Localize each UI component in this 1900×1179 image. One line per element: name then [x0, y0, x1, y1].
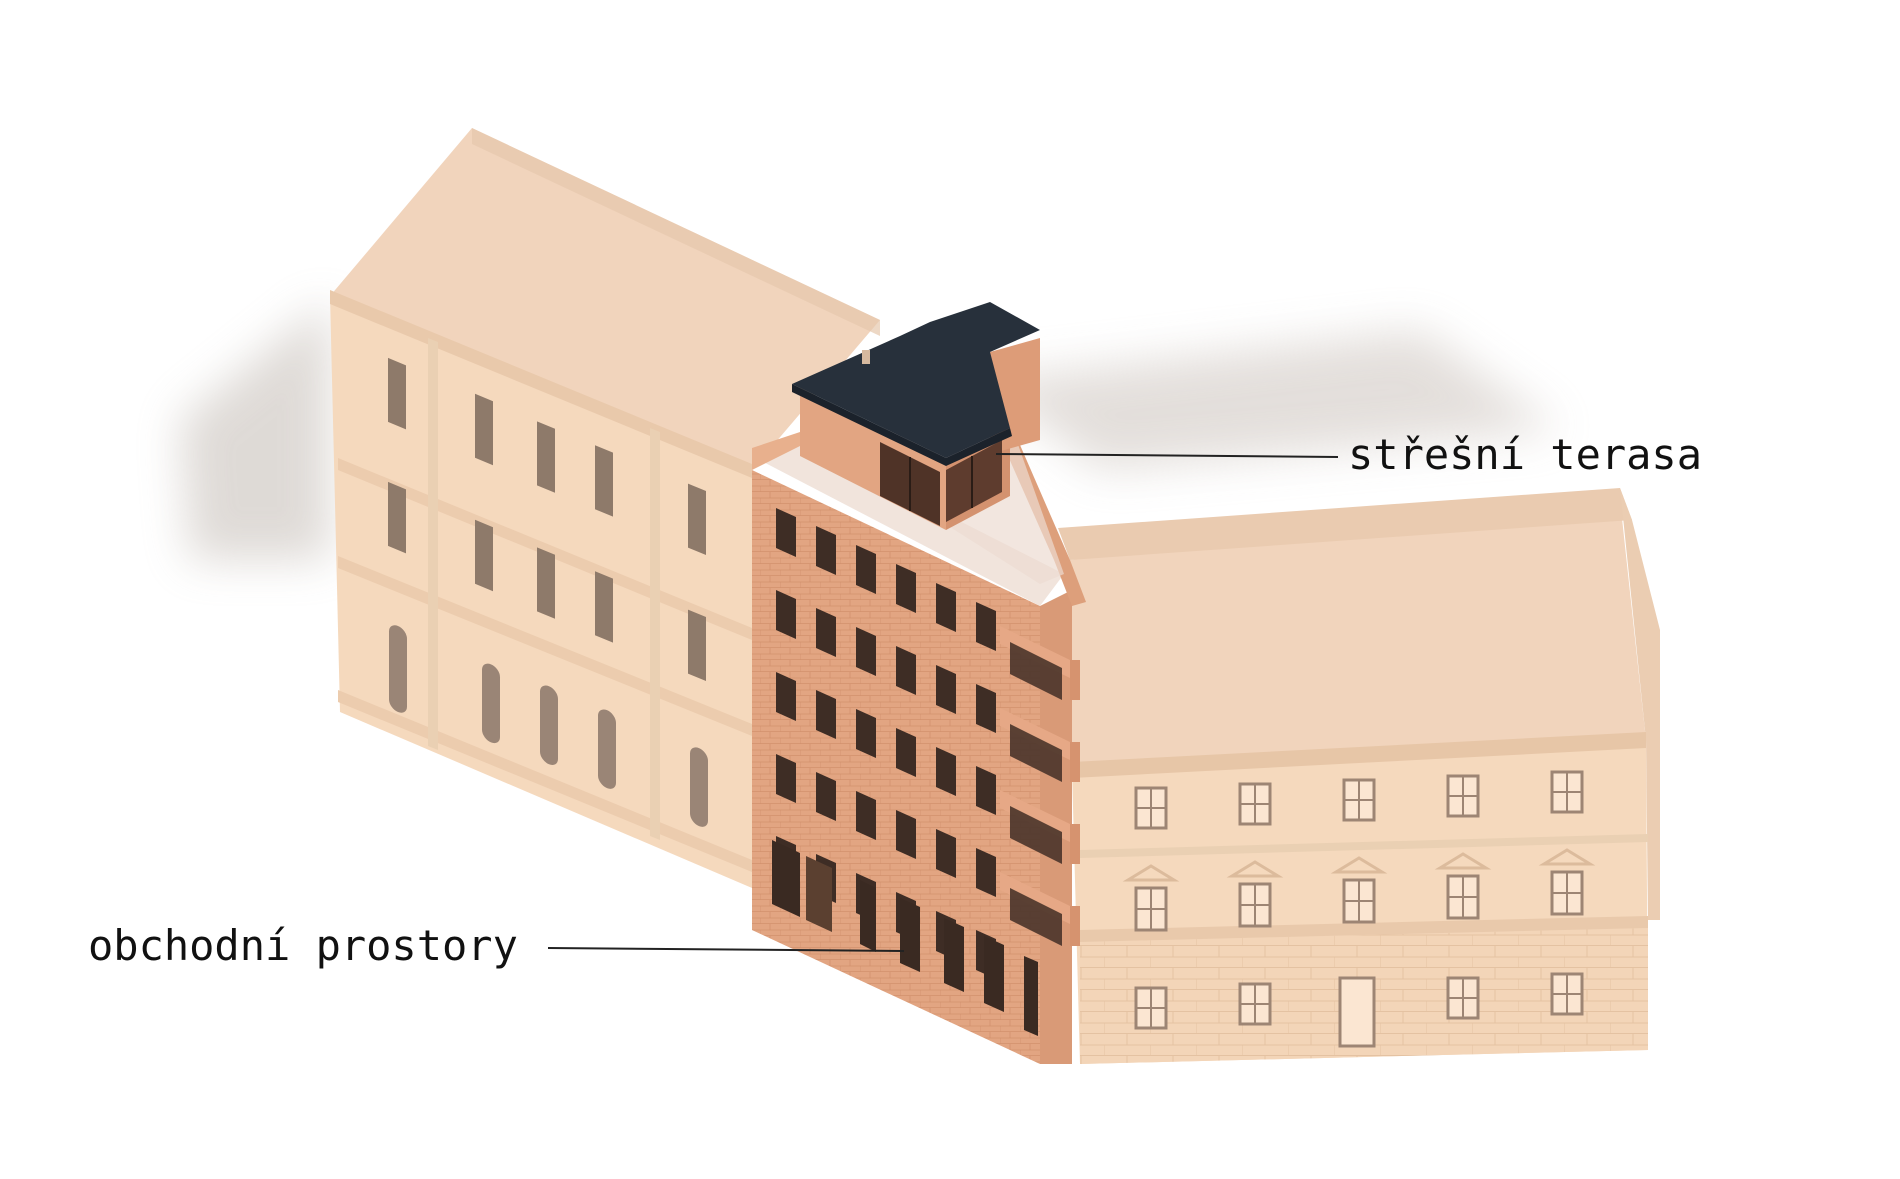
right-roof-top-edge	[1058, 488, 1632, 560]
new-brick-building	[752, 302, 1086, 1064]
right-cornice	[1072, 732, 1646, 778]
shop-windows	[772, 840, 1038, 1036]
roof-terrace-leader-line	[995, 453, 1339, 458]
left-roof-ridge-shade	[472, 128, 880, 336]
right-roof-gable	[1620, 488, 1660, 920]
corner-balconies	[1000, 626, 1080, 946]
left-historic-building	[330, 128, 880, 888]
right-roof	[1070, 500, 1646, 770]
right-windows	[1122, 770, 1596, 1030]
brick-roof-terrace-deck	[752, 440, 1064, 606]
left-cornice	[330, 290, 752, 478]
right-historic-building	[1058, 488, 1660, 1064]
roof-terrace-label: střešní terasa	[1348, 430, 1703, 479]
left-roof	[330, 128, 880, 470]
brick-parapet-left	[752, 432, 800, 470]
rooftop-penthouse	[792, 302, 1040, 530]
left-arched-windows	[389, 625, 708, 827]
left-windows	[388, 357, 706, 681]
shop-spaces-label: obchodní prostory	[88, 921, 518, 970]
ground-shadow	[180, 300, 1560, 560]
penthouse-roof	[792, 302, 1040, 458]
brick-windows	[776, 508, 996, 979]
shop-spaces-leader-line	[547, 947, 905, 952]
right-entrance-door	[1338, 976, 1376, 1048]
